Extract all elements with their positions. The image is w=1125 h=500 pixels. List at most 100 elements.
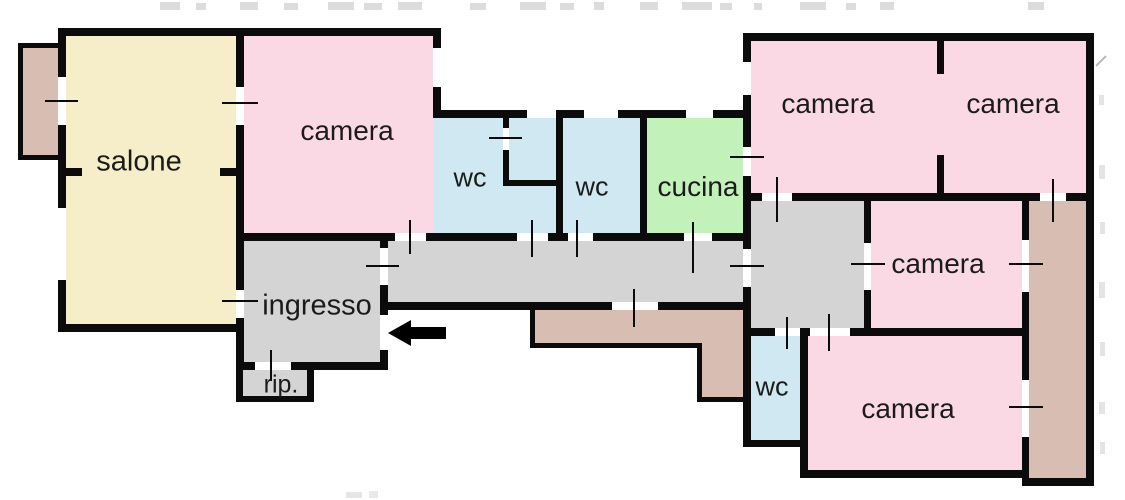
- watermark-fragment: [1100, 222, 1105, 234]
- wall: [58, 324, 244, 332]
- watermark-fragment: [470, 3, 486, 10]
- room-camera-bottom-right: [800, 328, 1029, 478]
- window-tick-icon: [1009, 263, 1043, 265]
- window-tick-icon: [576, 220, 578, 257]
- watermark-fragment: [328, 2, 354, 10]
- wall: [743, 328, 1029, 336]
- wall: [236, 362, 243, 402]
- window-tick-icon: [222, 102, 258, 104]
- room-wc-3: [743, 328, 808, 443]
- room-wc-2: [556, 110, 647, 241]
- entrance-arrow-shaft: [410, 327, 446, 339]
- balcony-right: [1022, 195, 1093, 486]
- wall: [380, 302, 750, 310]
- wall: [220, 168, 244, 176]
- wall: [236, 233, 750, 241]
- watermark-fragment: [240, 2, 258, 10]
- wall-opening: [568, 233, 593, 241]
- wall-opening: [433, 48, 441, 87]
- label-camera-top-right-1: camera: [781, 88, 875, 119]
- wall: [236, 28, 244, 370]
- wall-opening: [236, 87, 244, 125]
- wall-opening: [743, 62, 751, 95]
- window-tick-icon: [776, 177, 778, 222]
- watermark-fragment: [594, 2, 604, 10]
- window-tick-icon: [692, 222, 694, 273]
- watermark-fragment: [160, 2, 180, 10]
- wall: [307, 362, 314, 402]
- wall: [1022, 195, 1029, 478]
- watermark-fragment: [284, 3, 298, 10]
- entrance-left-arrow-icon: [388, 320, 411, 346]
- wall-opening: [58, 208, 66, 280]
- watermark-fragment: [1100, 442, 1105, 454]
- label-camera-mid-right: camera: [891, 248, 985, 279]
- window-tick-icon: [786, 317, 788, 349]
- wall-opening: [743, 249, 751, 287]
- wall: [937, 155, 944, 201]
- window-tick-icon: [1052, 179, 1054, 222]
- balcony-wall: [18, 43, 65, 48]
- label-camera-top-left: camera: [300, 115, 394, 146]
- watermark-fragment: [398, 2, 422, 10]
- wall-opening: [810, 328, 850, 336]
- watermark-fragment: [1099, 165, 1105, 179]
- watermark-fragment: [682, 2, 712, 10]
- label-wc-3: wc: [755, 371, 789, 402]
- room-camera-mid-right: [864, 195, 1029, 335]
- watermark-fragment: [720, 3, 732, 10]
- label-ingresso: ingresso: [262, 289, 372, 322]
- balcony-wall: [697, 343, 702, 402]
- window-tick-icon: [45, 100, 78, 102]
- window-tick-icon: [366, 265, 399, 267]
- wall-opening: [503, 128, 509, 150]
- watermark-fragment: [846, 3, 856, 10]
- watermark-fragment: [1099, 402, 1105, 414]
- wall: [937, 41, 944, 74]
- window-tick-icon: [270, 350, 272, 381]
- wall-opening: [380, 315, 388, 350]
- watermark-fragment: [800, 2, 826, 10]
- wall-opening: [743, 147, 751, 176]
- wall: [800, 335, 808, 478]
- wall: [58, 168, 82, 176]
- wall: [640, 110, 647, 241]
- watermark-fragment: [1100, 342, 1105, 356]
- watermark-fragment: [640, 2, 658, 10]
- window-tick-icon: [531, 220, 533, 257]
- window-tick-icon: [222, 300, 258, 302]
- window-tick-icon: [730, 265, 764, 267]
- wall: [556, 110, 563, 241]
- window-tick-icon: [730, 156, 764, 158]
- wall: [58, 28, 441, 36]
- window-tick-icon: [489, 137, 522, 139]
- wall-opening: [236, 290, 244, 318]
- wall: [236, 396, 314, 402]
- balcony-bottom-leg: [697, 308, 750, 402]
- window-tick-icon: [633, 289, 635, 327]
- wall: [743, 193, 1093, 201]
- watermark-fragment: [880, 2, 894, 10]
- room-camera-top-left: [236, 28, 441, 240]
- watermark-fragment: [560, 3, 574, 10]
- watermark-fragment: [196, 3, 206, 10]
- wall: [800, 470, 1029, 478]
- balcony-wall: [18, 155, 65, 160]
- watermark-fragment: [346, 492, 362, 498]
- room-cucina: [640, 110, 750, 241]
- wall-opening: [864, 243, 871, 290]
- window-tick-icon: [851, 263, 885, 265]
- watermark-fragment: [1095, 55, 1107, 67]
- window-tick-icon: [409, 220, 411, 254]
- balcony-wall: [18, 43, 23, 160]
- label-camera-bottom-right: camera: [861, 393, 955, 424]
- wall: [503, 180, 563, 186]
- wall-opening: [684, 233, 712, 241]
- watermark-fragment: [520, 2, 546, 10]
- balcony-wall: [530, 343, 702, 348]
- room-disimpegno: [743, 195, 871, 335]
- watermark-fragment: [1028, 2, 1044, 10]
- label-camera-top-right-2: camera: [966, 88, 1060, 119]
- label-rip: rip.: [263, 370, 299, 399]
